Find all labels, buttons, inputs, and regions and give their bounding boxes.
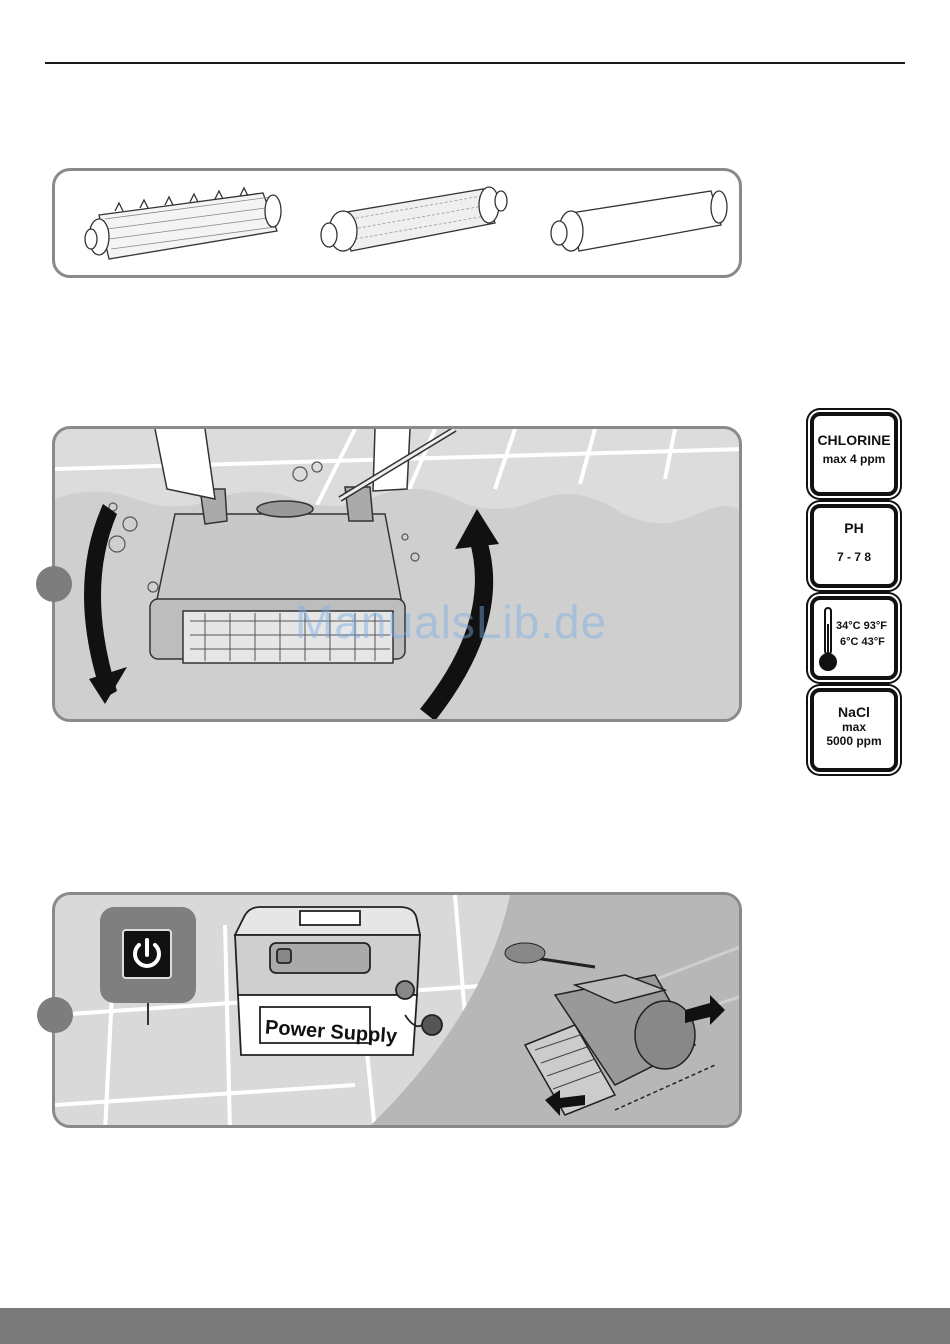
step-marker-2	[37, 997, 73, 1033]
roller-icon	[551, 191, 727, 251]
nacl-line1: max	[814, 720, 894, 734]
step-marker-1	[36, 566, 72, 602]
temperature-spec: 34°C 93°F 6°C 43°F	[810, 596, 898, 680]
float-icon	[505, 943, 545, 963]
nacl-line2: 5000 ppm	[814, 734, 894, 748]
ph-spec: PH 7 - 7 8	[810, 504, 898, 588]
callout-line	[147, 1003, 149, 1025]
power-button[interactable]	[122, 929, 172, 979]
nacl-spec: NaCl max 5000 ppm	[810, 688, 898, 772]
chlorine-title: CHLORINE	[814, 432, 894, 448]
temp-max: 34°C 93°F	[836, 620, 887, 632]
pva-brush-icon	[321, 187, 507, 251]
lift-robot-illustration	[55, 429, 742, 722]
brush-options-panel	[52, 168, 742, 278]
bristle-brush-icon	[85, 188, 281, 259]
footer-bar	[0, 1308, 950, 1344]
chlorine-spec: CHLORINE max 4 ppm	[810, 412, 898, 496]
lift-robot-panel: ManualsLib.de	[52, 426, 742, 722]
temp-min: 6°C 43°F	[840, 636, 885, 648]
chlorine-value: max 4 ppm	[814, 452, 894, 466]
ph-title: PH	[814, 520, 894, 536]
power-icon	[124, 931, 170, 977]
ph-value: 7 - 7 8	[814, 550, 894, 564]
left-arm	[155, 429, 215, 499]
watermark: ManualsLib.de	[295, 595, 607, 649]
thermometer-icon	[818, 604, 838, 674]
nacl-title: NaCl	[814, 704, 894, 720]
top-rule	[45, 62, 905, 64]
brush-illustrations	[55, 171, 742, 278]
